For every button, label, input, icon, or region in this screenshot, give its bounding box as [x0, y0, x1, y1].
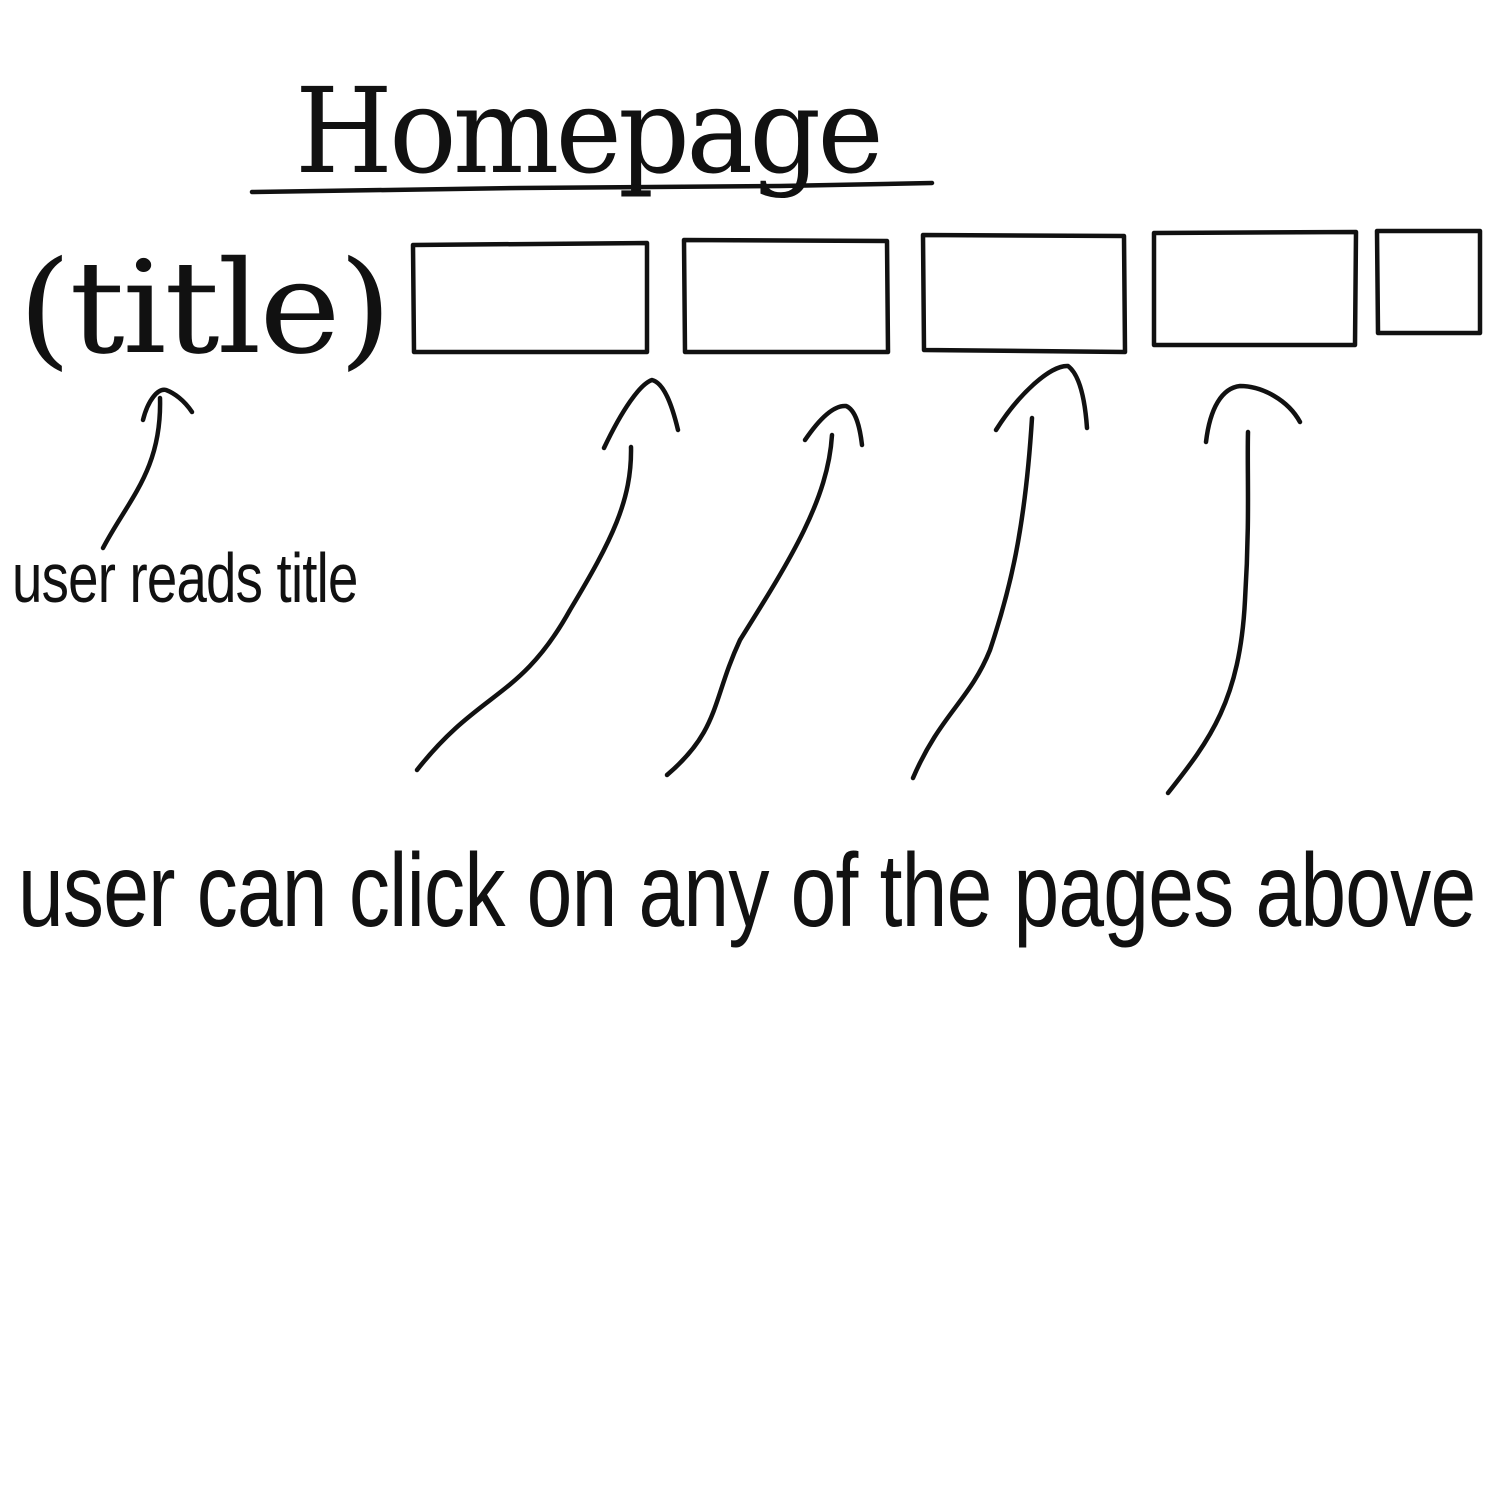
title-arrow	[100, 387, 195, 551]
page-box-2[interactable]	[681, 237, 891, 355]
page-nav	[410, 228, 1483, 355]
page-box-3[interactable]	[920, 232, 1128, 355]
page-box-4[interactable]	[1151, 229, 1359, 348]
page-arrow-3	[910, 363, 1090, 781]
page-arrow-2	[664, 403, 865, 778]
homepage-heading: Homepage	[295, 62, 880, 200]
title-placeholder: (title)	[18, 234, 390, 383]
page-box-1[interactable]	[410, 240, 650, 355]
pages-annotation: user can click on any of the pages above	[18, 833, 1476, 949]
heading-underline	[249, 180, 935, 195]
title-annotation: user reads title	[12, 539, 358, 617]
page-arrow-4	[1165, 383, 1303, 796]
page-box-5[interactable]	[1374, 228, 1483, 336]
page-arrow-1	[414, 377, 681, 773]
